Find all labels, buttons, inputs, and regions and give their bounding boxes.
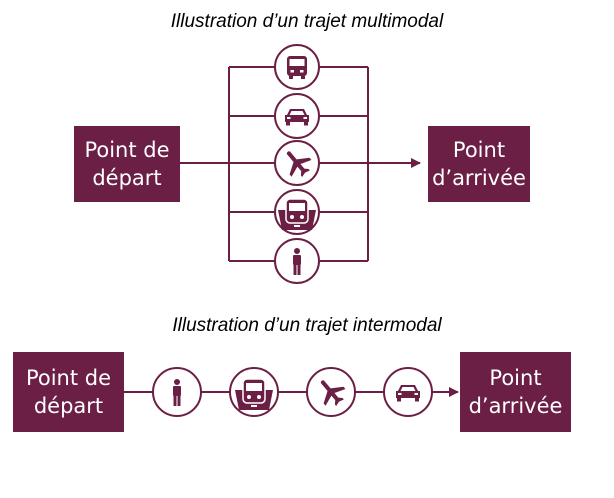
- intermodal-start-box: Point de départ: [13, 352, 124, 432]
- car-icon: [383, 367, 433, 417]
- intermodal-modes: [152, 367, 433, 417]
- multimodal-title: Illustration d’un trajet multimodal: [170, 11, 444, 32]
- multimodal-end-label: Point d’arrivée: [432, 138, 526, 190]
- car-icon: [274, 93, 320, 139]
- walk-icon: [274, 238, 320, 284]
- multimodal-start-box: Point de départ: [74, 126, 180, 202]
- train-icon: [274, 189, 320, 235]
- intermodal-start-label: Point de départ: [25, 366, 112, 418]
- multimodal-modes: [274, 44, 320, 284]
- intermodal-title: Illustration d’un trajet intermodal: [172, 315, 442, 336]
- plane-icon: [274, 140, 320, 186]
- multimodal-start-label: Point de départ: [84, 138, 170, 190]
- intermodal-end-label: Point d’arrivée: [468, 366, 563, 418]
- plane-icon: [306, 367, 356, 417]
- intermodal-end-box: Point d’arrivée: [460, 352, 571, 432]
- train-icon: [229, 367, 279, 417]
- walk-icon: [152, 367, 202, 417]
- bus-icon: [274, 44, 320, 90]
- multimodal-end-box: Point d’arrivée: [428, 126, 530, 202]
